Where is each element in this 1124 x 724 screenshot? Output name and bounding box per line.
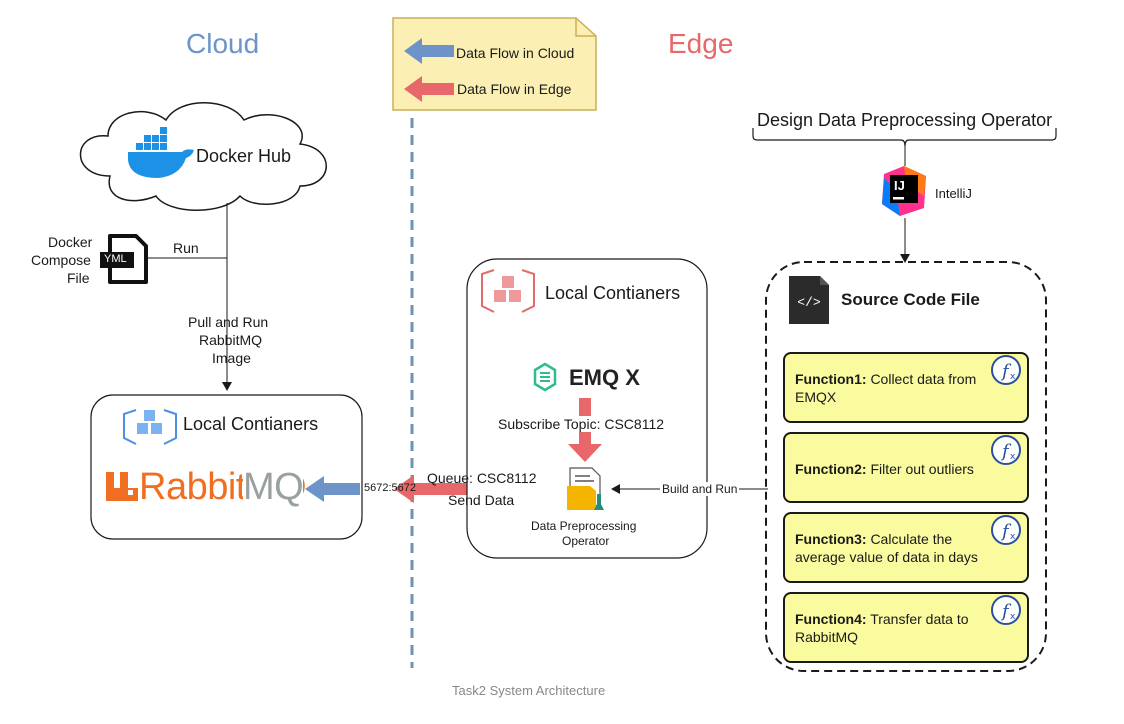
function-card-4: Function4: Transfer data to RabbitMQ xyxy=(783,592,1029,663)
edge-flow-legend-arrow xyxy=(404,76,454,102)
port-label: 5672:5672 xyxy=(364,482,416,494)
cloud-flow-legend-arrow xyxy=(404,38,454,64)
aws-containers-icon xyxy=(123,409,177,445)
queue-label: Queue: CSC8112 xyxy=(427,470,537,486)
function-4-text: Function4: Transfer data to RabbitMQ xyxy=(795,610,995,646)
pull-label-2: RabbitMQ xyxy=(199,332,263,348)
pull-label-3: Image xyxy=(212,350,251,366)
function-2-desc: Filter out outliers xyxy=(870,461,974,477)
function-card-1: Function1: Collect data from EMQX xyxy=(783,352,1029,423)
intellij-icon xyxy=(882,166,926,216)
function-1-text: Function1: Collect data from EMQX xyxy=(795,370,995,406)
svg-text:x: x xyxy=(1010,612,1016,622)
function-card-3: Function3: Calculate the average value o… xyxy=(783,512,1029,583)
edge-containers-title: Local Contianers xyxy=(545,283,681,303)
send-data-label: Send Data xyxy=(448,492,515,508)
svg-text:</>: </> xyxy=(797,295,821,310)
emqx-logo-icon xyxy=(533,362,557,392)
function-1-name: Function1: xyxy=(795,371,867,387)
operator-label-2: Operator xyxy=(562,534,610,548)
svg-text:x: x xyxy=(1010,532,1016,542)
intellij-label: IntelliJ xyxy=(935,186,972,201)
rabbitmq-mq-overlay: MQ xyxy=(243,466,304,509)
yml-file-icon xyxy=(100,234,148,284)
operator-label-1: Data Preprocessing xyxy=(531,519,637,533)
svg-text:x: x xyxy=(1010,372,1016,382)
compose-label-3: File xyxy=(67,270,90,286)
cloud-flow-arrow xyxy=(305,476,360,502)
subscribe-label: Subscribe Topic: CSC8112 xyxy=(498,416,665,432)
cloud-shape xyxy=(79,102,327,211)
compose-label-1: Docker xyxy=(48,234,93,250)
legend-edge-label: Data Flow in Edge xyxy=(457,81,572,97)
function-3-desc: Calculate the average value of data in d… xyxy=(795,531,978,565)
function-2-text: Function2: Filter out outliers xyxy=(795,460,995,478)
compose-label-2: Compose xyxy=(31,252,91,268)
rabbitmq-logo-icon xyxy=(106,472,138,501)
emqx-label: EMQ X xyxy=(569,365,640,390)
cloud-containers-title: Local Contianers xyxy=(183,414,319,434)
legend-note xyxy=(392,17,597,111)
function-2-name: Function2: xyxy=(795,461,867,477)
docker-whale-icon xyxy=(128,127,194,178)
docker-hub-label: Docker Hub xyxy=(196,146,292,166)
design-title: Design Data Preprocessing Operator xyxy=(757,110,1053,130)
edge-region-title: Edge xyxy=(668,28,734,59)
function-icon: f x xyxy=(991,515,1021,545)
cloud-region-title: Cloud xyxy=(186,28,260,59)
function-4-desc: Transfer data to RabbitMQ xyxy=(795,611,969,645)
run-label: Run xyxy=(173,240,199,256)
function-icon: f x xyxy=(991,435,1021,465)
code-file-icon: </> xyxy=(789,276,829,324)
function-card-2: Function2: Filter out outliers xyxy=(783,432,1029,503)
source-code-box xyxy=(765,261,1047,672)
source-code-title: Source Code File xyxy=(841,290,980,309)
svg-text:x: x xyxy=(1010,452,1016,462)
pull-label-1: Pull and Run xyxy=(188,314,269,330)
function-1-desc: Collect data from EMQX xyxy=(795,371,977,405)
port-box xyxy=(364,479,394,499)
operator-file-icon xyxy=(567,467,604,510)
function-icon: f x xyxy=(991,355,1021,385)
legend-cloud-label: Data Flow in Cloud xyxy=(456,45,575,61)
diagram-caption: Task2 System Architecture xyxy=(452,683,606,698)
yml-badge-label: YML xyxy=(104,253,127,265)
build-run-label: Build and Run xyxy=(660,482,740,496)
function-icon: f x xyxy=(991,595,1021,625)
edge-containers-icon xyxy=(481,269,535,313)
function-3-text: Function3: Calculate the average value o… xyxy=(795,530,995,566)
intellij-badge: IJ xyxy=(894,178,905,193)
function-4-name: Function4: xyxy=(795,611,867,627)
function-3-name: Function3: xyxy=(795,531,867,547)
